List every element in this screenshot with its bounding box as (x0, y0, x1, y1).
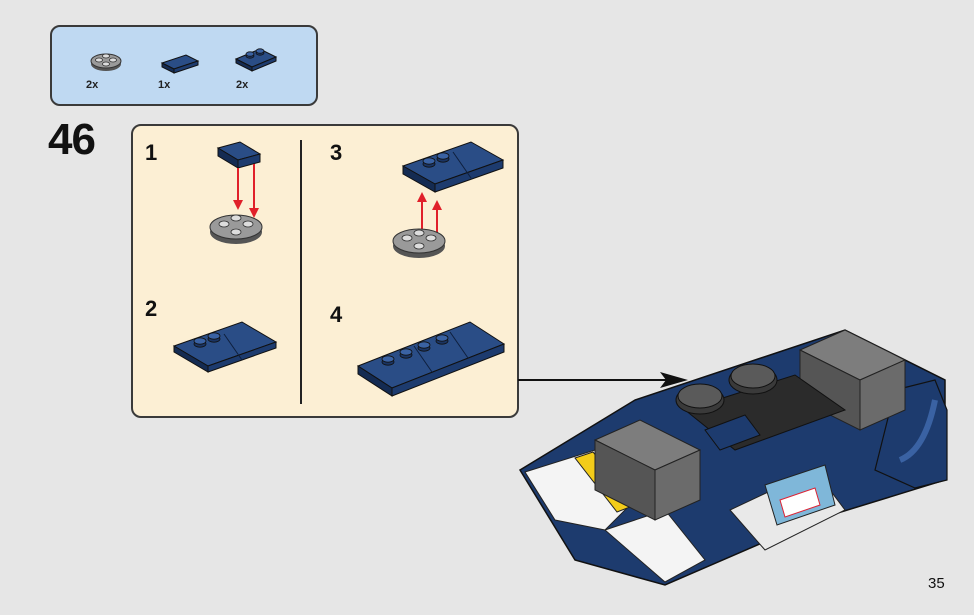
part-count-1: 2x (86, 79, 99, 91)
substep-label-3: 3 (330, 140, 343, 165)
callout-divider (300, 140, 302, 404)
substep-4-illustration (356, 321, 506, 397)
callout-pointer-arrow (518, 372, 688, 388)
round-plate-gray-icon (90, 53, 122, 71)
substep-1-illustration (209, 141, 263, 244)
part-count-3: 2x (236, 79, 249, 91)
substep-label-4: 4 (330, 302, 343, 327)
page-number: 35 (928, 575, 945, 592)
part-count-2: 1x (158, 79, 171, 91)
car-model-illustration (518, 329, 948, 586)
substep-label-1: 1 (145, 140, 158, 165)
tile-dark-blue-icon (160, 54, 200, 74)
jumper-plate-dark-blue-icon (234, 48, 278, 72)
substep-label-2: 2 (145, 296, 158, 321)
parts-list: 2x 1x 2x (50, 25, 318, 106)
substep-2-illustration (172, 321, 278, 373)
step-number: 46 (48, 115, 96, 164)
substep-3-illustration (392, 141, 505, 258)
